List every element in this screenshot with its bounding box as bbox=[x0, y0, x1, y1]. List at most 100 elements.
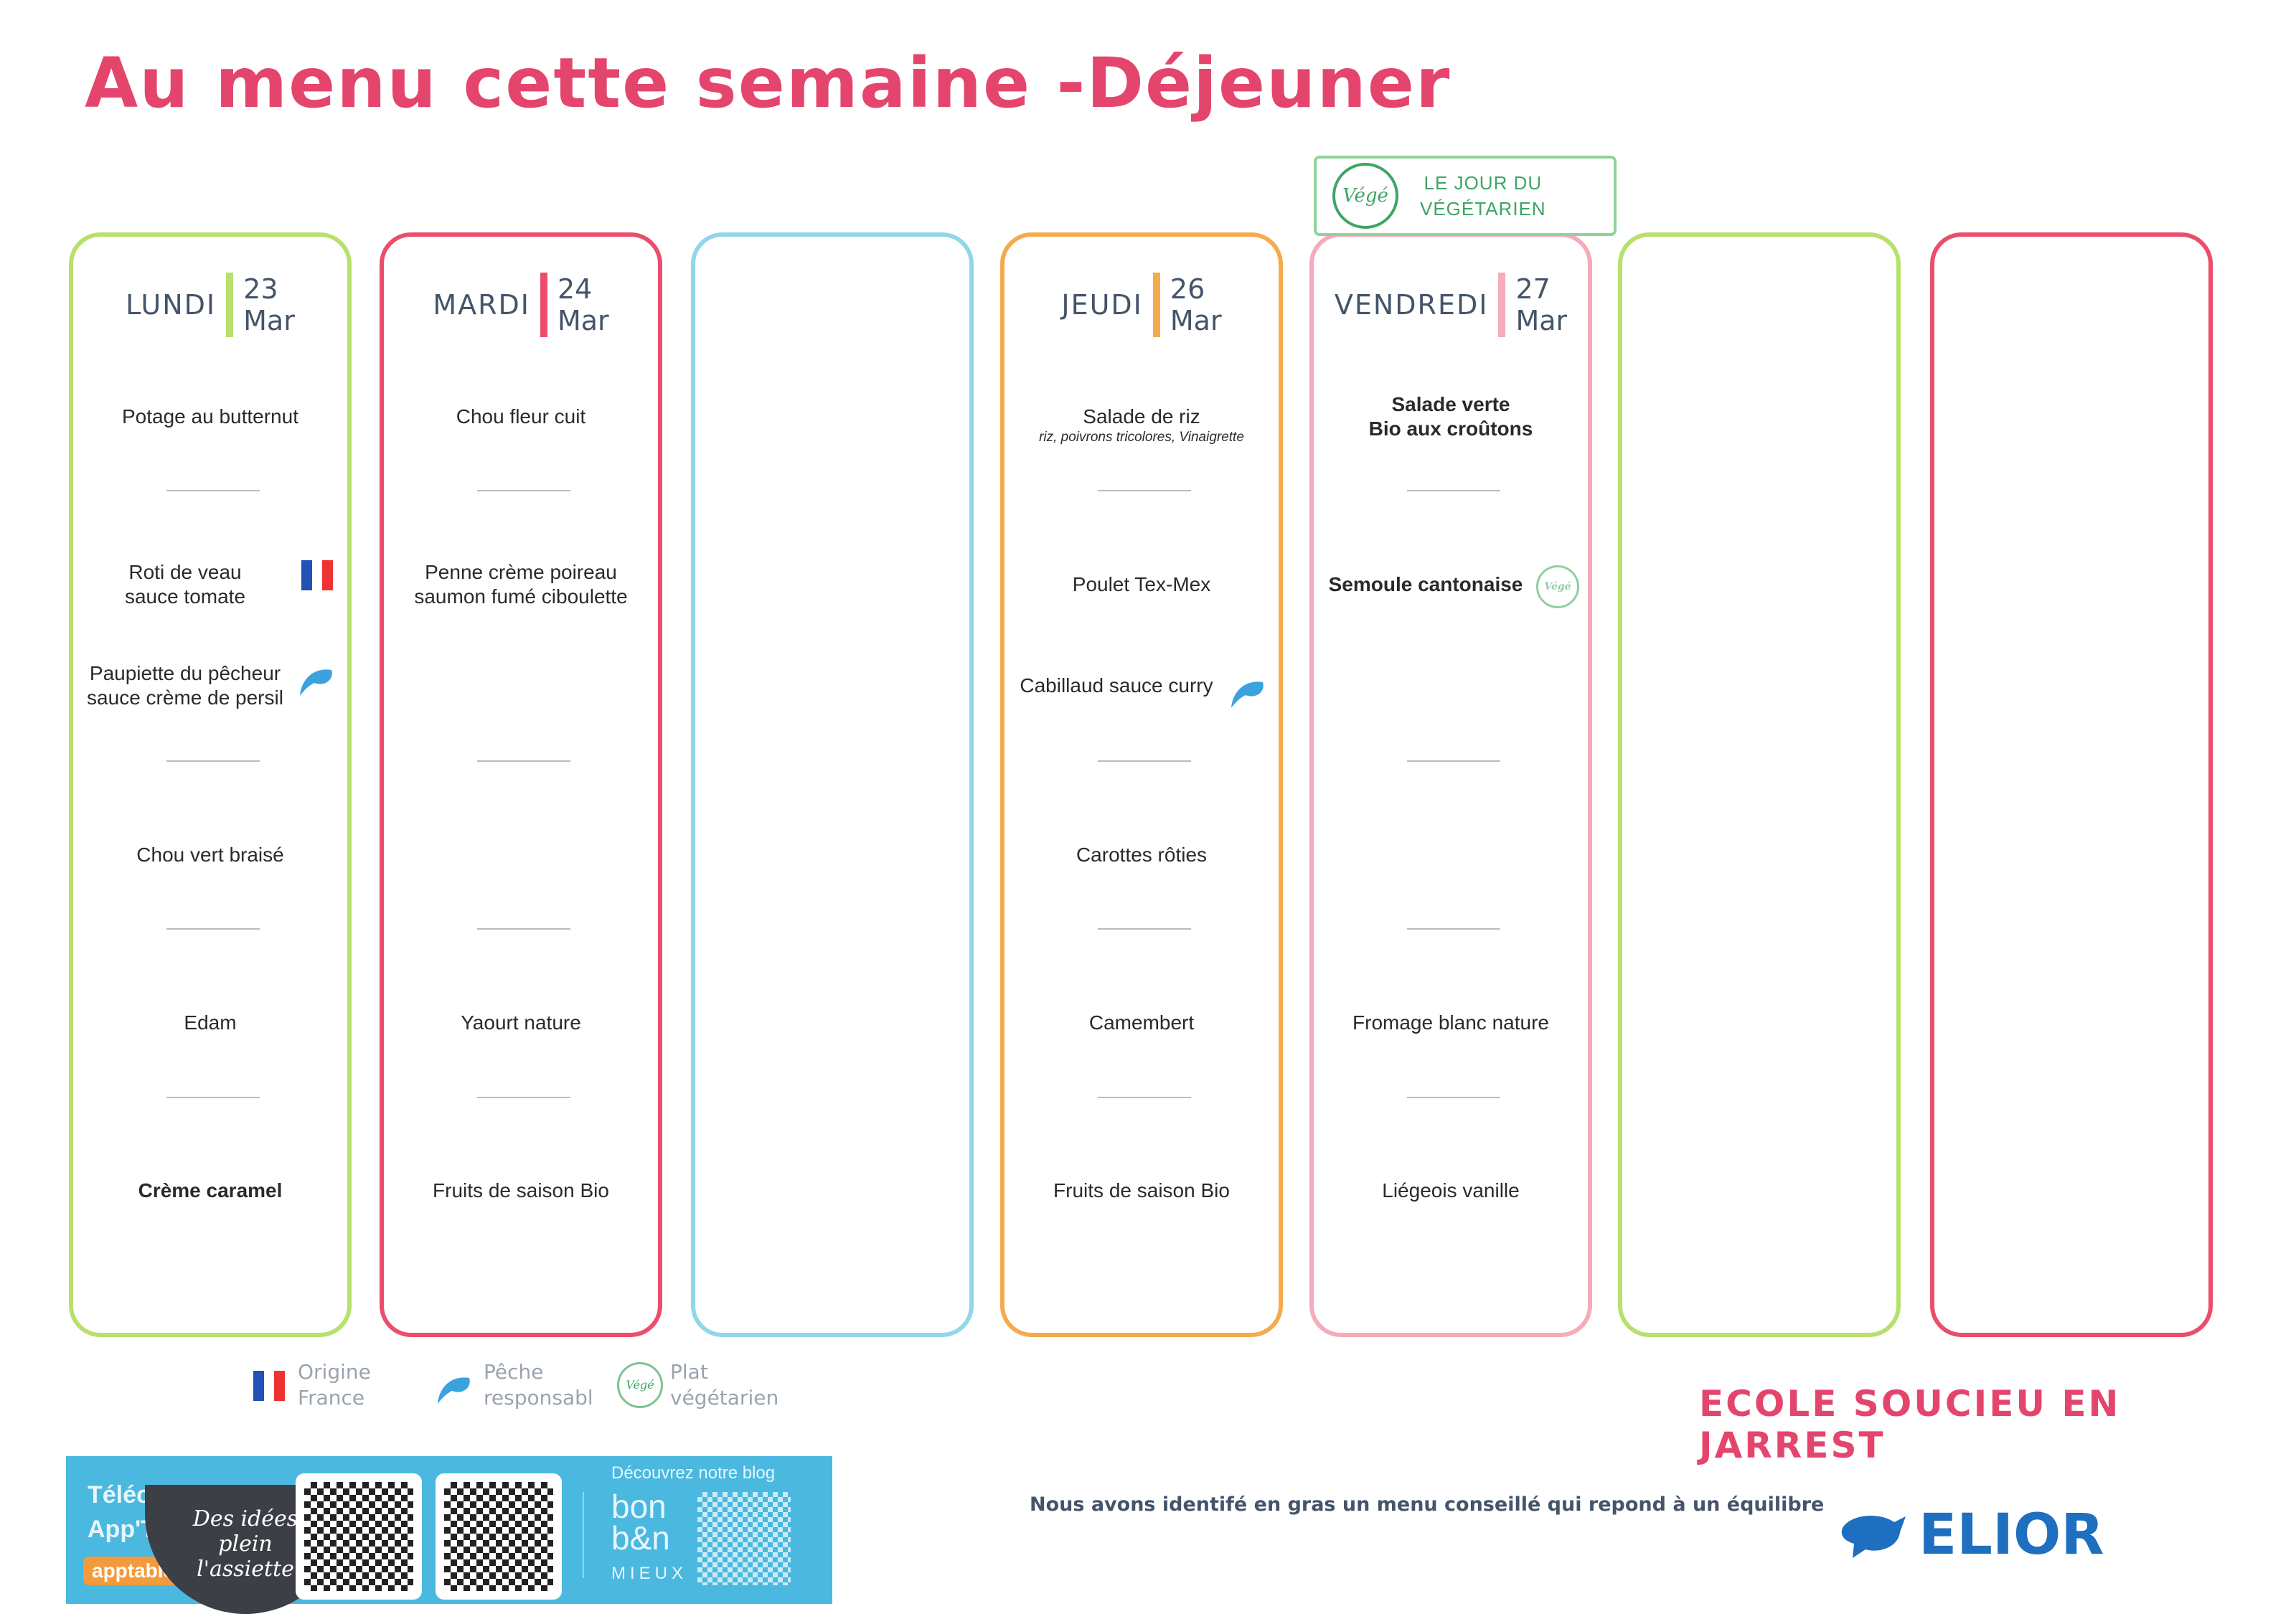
blog-text: Découvrez notre blog bbox=[611, 1463, 776, 1483]
dish-starter: Salade de riz riz, poivrons tricolores, V… bbox=[1012, 405, 1271, 446]
empty-day-column bbox=[1618, 232, 1901, 1337]
dish-starter: Salade verte Bio aux croûtons bbox=[1321, 392, 1581, 441]
dish-name: Fruits de saison Bio bbox=[433, 1179, 609, 1202]
course-divider bbox=[166, 760, 260, 762]
vege-day-line2: VÉGÉTARIEN bbox=[1420, 198, 1546, 219]
dish-cheese: Edam bbox=[80, 1011, 340, 1035]
date-month: Mar bbox=[557, 305, 609, 336]
course-divider bbox=[477, 760, 570, 762]
brand-name: ELIOR bbox=[1919, 1503, 2104, 1567]
dish-dessert: Crème caramel bbox=[80, 1179, 340, 1203]
legend-france-label: Origine France bbox=[298, 1360, 371, 1410]
bold-menu-note: Nous avons identifé en gras un menu cons… bbox=[1030, 1493, 1825, 1516]
dish-name: Potage au butternut bbox=[122, 405, 298, 428]
dish-name: Chou fleur cuit bbox=[456, 405, 586, 428]
dish-name: Penne crème poireau saumon fumé ciboulet… bbox=[414, 561, 628, 608]
vegetarian-day-badge: Végé LE JOUR DU VÉGÉTARIEN bbox=[1314, 156, 1617, 236]
dish-starter: Chou fleur cuit bbox=[391, 405, 651, 429]
page-title: Au menu cette semaine -Déjeuner bbox=[85, 43, 1452, 123]
dish-name: Poulet Tex-Mex bbox=[1072, 573, 1211, 595]
day-name: MARDI bbox=[433, 289, 530, 321]
legend-vege-label: Plat végétarien bbox=[670, 1360, 779, 1410]
dish-name: Salade verte Bio aux croûtons bbox=[1368, 393, 1533, 440]
dish-name: Paupiette du pêcheur sauce crème de pers… bbox=[87, 662, 283, 709]
qr-code-playstore[interactable] bbox=[436, 1473, 562, 1600]
header-bar bbox=[1152, 273, 1160, 337]
dish-name: Yaourt nature bbox=[461, 1011, 581, 1034]
course-divider bbox=[1098, 928, 1191, 930]
fish-icon bbox=[1224, 666, 1270, 718]
date-number: 23 bbox=[243, 273, 278, 305]
dish-main1: Semoule cantonaise Végé bbox=[1321, 565, 1581, 608]
elior-bull-icon bbox=[1841, 1515, 1906, 1558]
dish-name: Salade de riz bbox=[1083, 405, 1200, 428]
dish-main1: Poulet Tex-Mex bbox=[1012, 572, 1271, 597]
fish-icon bbox=[293, 654, 339, 706]
dish-name: Camembert bbox=[1088, 1011, 1195, 1034]
dish-name: Roti de veau sauce tomate bbox=[124, 561, 246, 608]
date-month: Mar bbox=[1170, 305, 1222, 336]
dish-dessert: Fruits de saison Bio bbox=[391, 1179, 651, 1203]
dish-name: Cabillaud sauce curry bbox=[1020, 674, 1213, 697]
dish-starter: Potage au butternut bbox=[80, 405, 340, 429]
dish-main1: Penne crème poireau saumon fumé ciboulet… bbox=[391, 560, 651, 609]
date-number: 24 bbox=[557, 273, 593, 305]
vege-icon: Végé bbox=[1536, 565, 1579, 608]
course-divider bbox=[1098, 1097, 1191, 1098]
dish-cheese: Yaourt nature bbox=[391, 1011, 651, 1035]
date-month: Mar bbox=[243, 305, 295, 336]
dish-name: Chou vert braisé bbox=[136, 844, 284, 866]
date-number: 26 bbox=[1170, 273, 1205, 305]
qr-code-blog[interactable] bbox=[697, 1492, 791, 1585]
france-flag-icon bbox=[253, 1369, 285, 1401]
course-divider bbox=[1407, 928, 1500, 930]
legend-origine-france: Origine France bbox=[248, 1359, 371, 1411]
day-name: JEUDI bbox=[1061, 289, 1143, 321]
elior-logo: ELIOR bbox=[1837, 1503, 2104, 1567]
day-name: LUNDI bbox=[126, 289, 217, 321]
dish-description: riz, poivrons tricolores, Vinaigrette bbox=[1039, 430, 1244, 445]
dish-main2: Cabillaud sauce curry bbox=[1012, 674, 1271, 708]
date-number: 27 bbox=[1515, 273, 1551, 305]
dish-name: Carottes rôties bbox=[1076, 844, 1208, 866]
dish-name: Liégeois vanille bbox=[1382, 1179, 1520, 1202]
course-divider bbox=[477, 490, 570, 491]
course-divider bbox=[1407, 1097, 1500, 1098]
course-divider bbox=[166, 490, 260, 491]
dish-name: Crème caramel bbox=[138, 1179, 283, 1202]
empty-day-column bbox=[1930, 232, 2213, 1337]
header-bar bbox=[540, 273, 547, 337]
bonbon-logo: bon b&n bbox=[611, 1488, 670, 1557]
legend-plat-vegetarien: Végé Plat végétarien bbox=[617, 1359, 778, 1411]
vege-icon: Végé bbox=[1332, 163, 1398, 229]
fish-icon bbox=[438, 1377, 470, 1404]
empty-day-column bbox=[691, 232, 974, 1337]
dish-name: Fromage blanc nature bbox=[1352, 1011, 1549, 1034]
dish-side: Chou vert braisé bbox=[80, 843, 340, 867]
dish-name: Fruits de saison Bio bbox=[1053, 1179, 1230, 1202]
dish-main2: Paupiette du pêcheur sauce crème de pers… bbox=[80, 661, 340, 710]
course-divider bbox=[1407, 760, 1500, 762]
dish-cheese: Camembert bbox=[1012, 1011, 1271, 1035]
dish-cheese: Fromage blanc nature bbox=[1321, 1011, 1581, 1035]
legend-fish-label: Pêche responsabl bbox=[484, 1360, 593, 1410]
app-banner[interactable]: Téléc App'T apptable Des idées plein l'a… bbox=[66, 1456, 832, 1614]
vege-day-line1: LE JOUR DU bbox=[1424, 172, 1543, 194]
course-divider bbox=[477, 928, 570, 930]
date-month: Mar bbox=[1515, 305, 1568, 336]
qr-code-appstore[interactable] bbox=[296, 1473, 422, 1600]
dish-name: Semoule cantonaise bbox=[1328, 573, 1523, 595]
legend-peche-responsable: Pêche responsabl bbox=[430, 1359, 593, 1411]
school-name: ECOLE SOUCIEU EN JARREST bbox=[1699, 1383, 2121, 1466]
course-divider bbox=[166, 928, 260, 930]
dish-side: Carottes rôties bbox=[1012, 843, 1271, 867]
